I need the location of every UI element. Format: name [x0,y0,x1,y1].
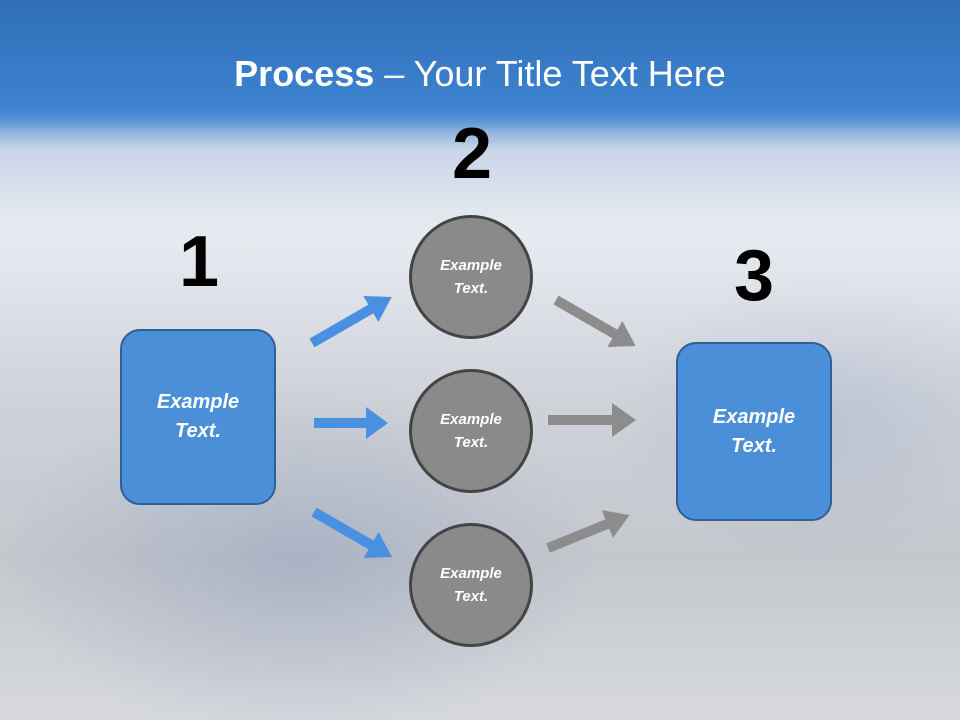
arrow-to-circle-bottom [311,507,392,558]
process-circle-top: Example Text. [409,215,533,339]
arrow-from-circle-middle [548,403,636,437]
title-band [0,0,960,132]
process-circle-bottom: Example Text. [409,523,533,647]
step-number-2: 2 [451,114,493,194]
process-box-start: Example Text. [120,329,276,505]
process-box-start-label: Example Text. [156,391,240,442]
arrow-from-circle-top [553,295,636,347]
process-circle-top-label: Example Text. [440,257,502,297]
process-box-end-label: Example Text. [712,405,796,457]
process-circle-bottom-label: Example Text. [440,565,502,605]
process-circle-middle: Example Text. [409,369,533,493]
process-box-end: Example Text. [676,342,832,521]
arrow-to-circle-middle [314,407,388,439]
arrow-from-circle-bottom [546,510,630,553]
title-rest: – Your Title Text Here [374,53,726,94]
step-number-1: 1 [178,222,220,302]
process-circle-middle-label: Example Text. [440,411,502,451]
title-bold: Process [234,53,375,94]
step-number-3: 3 [733,236,775,316]
slide-title: Process – Your Title Text Here [0,52,960,96]
arrow-to-circle-top [309,296,392,348]
